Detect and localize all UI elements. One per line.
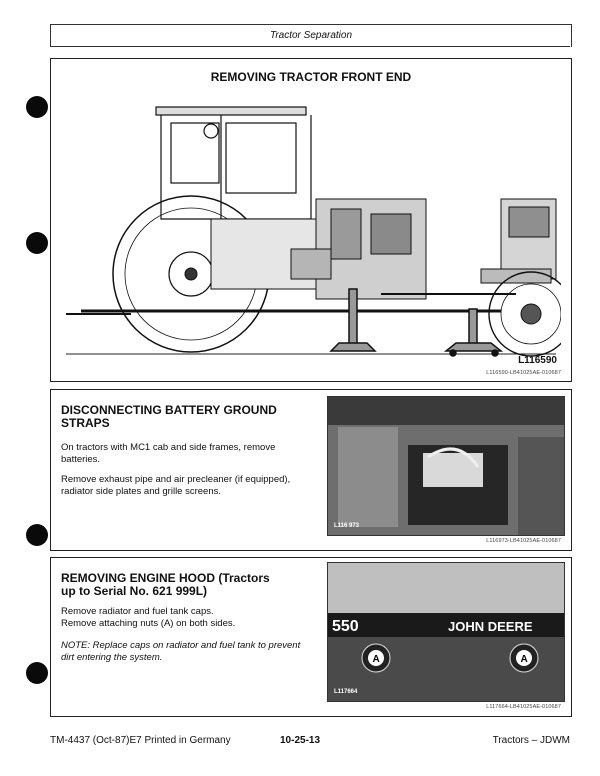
callout-a: A xyxy=(373,654,380,665)
binder-hole xyxy=(26,524,48,546)
brand-badge: JOHN DEERE xyxy=(448,619,533,634)
note-text: NOTE: Replace caps on radiator and fuel … xyxy=(61,640,301,663)
section-title-line: up to Serial No. 621 999L) xyxy=(61,584,208,598)
engine-hood-panel: REMOVING ENGINE HOOD (Tractors up to Ser… xyxy=(50,557,572,717)
body-paragraph: On tractors with MC1 cab and side frames… xyxy=(61,442,276,465)
binder-hole xyxy=(26,232,48,254)
engine-block xyxy=(210,198,427,300)
binder-hole xyxy=(26,96,48,118)
front-end-panel: REMOVING TRACTOR FRONT END xyxy=(50,58,572,382)
section-title-line: STRAPS xyxy=(61,416,110,430)
engine-hood-photo: 550 JOHN DEERE A A L117664 xyxy=(327,562,565,702)
figure-code: L116590-LB41025AE-010687 xyxy=(486,370,561,376)
support-stand xyxy=(329,288,377,352)
section-title-line: REMOVING ENGINE HOOD (Tractors xyxy=(61,571,270,585)
battery-panel: DISCONNECTING BATTERY GROUND STRAPS On t… xyxy=(50,389,572,551)
figure-id: L116590 xyxy=(518,355,557,366)
page-number: 10-25-13 xyxy=(280,735,321,746)
battery-photo: L116 973 xyxy=(327,396,565,536)
footer-left: TM-4437 (Oct-87)E7 Printed in Germany xyxy=(50,735,231,746)
callout-a: A xyxy=(521,654,528,665)
support-stand xyxy=(443,308,504,357)
figure-code: L116973-LB41025AE-010687 xyxy=(486,538,561,544)
front-end-assembly xyxy=(480,198,557,284)
binder-hole xyxy=(26,662,48,684)
header-rule xyxy=(50,46,570,47)
figure-code: L117664-LB41025AE-010687 xyxy=(486,704,561,710)
engine-hood-photo-image: 550 JOHN DEERE A A xyxy=(328,563,564,701)
body-paragraph: Remove radiator and fuel tank caps. xyxy=(61,606,214,617)
front-wheel xyxy=(488,271,561,357)
body-paragraph: Remove exhaust pipe and air precleaner (… xyxy=(61,474,291,497)
section-title: DISCONNECTING BATTERY GROUND STRAPS xyxy=(61,404,277,430)
battery-photo-image xyxy=(328,397,564,535)
tractor-front-end-illustration xyxy=(66,106,561,357)
model-badge: 550 xyxy=(332,618,359,635)
cab xyxy=(155,106,312,220)
section-title: REMOVING TRACTOR FRONT END xyxy=(210,70,412,84)
page-header: Tractor Separation xyxy=(50,24,572,47)
photo-id: L117664 xyxy=(334,689,358,695)
body-paragraph: Remove attaching nuts (A) on both sides. xyxy=(61,618,236,629)
photo-id: L116 973 xyxy=(334,523,360,529)
section-title-line: DISCONNECTING BATTERY GROUND xyxy=(61,403,277,417)
footer-right: Tractors – JDWM xyxy=(492,735,570,746)
section-title: REMOVING ENGINE HOOD (Tractors up to Ser… xyxy=(61,572,270,598)
